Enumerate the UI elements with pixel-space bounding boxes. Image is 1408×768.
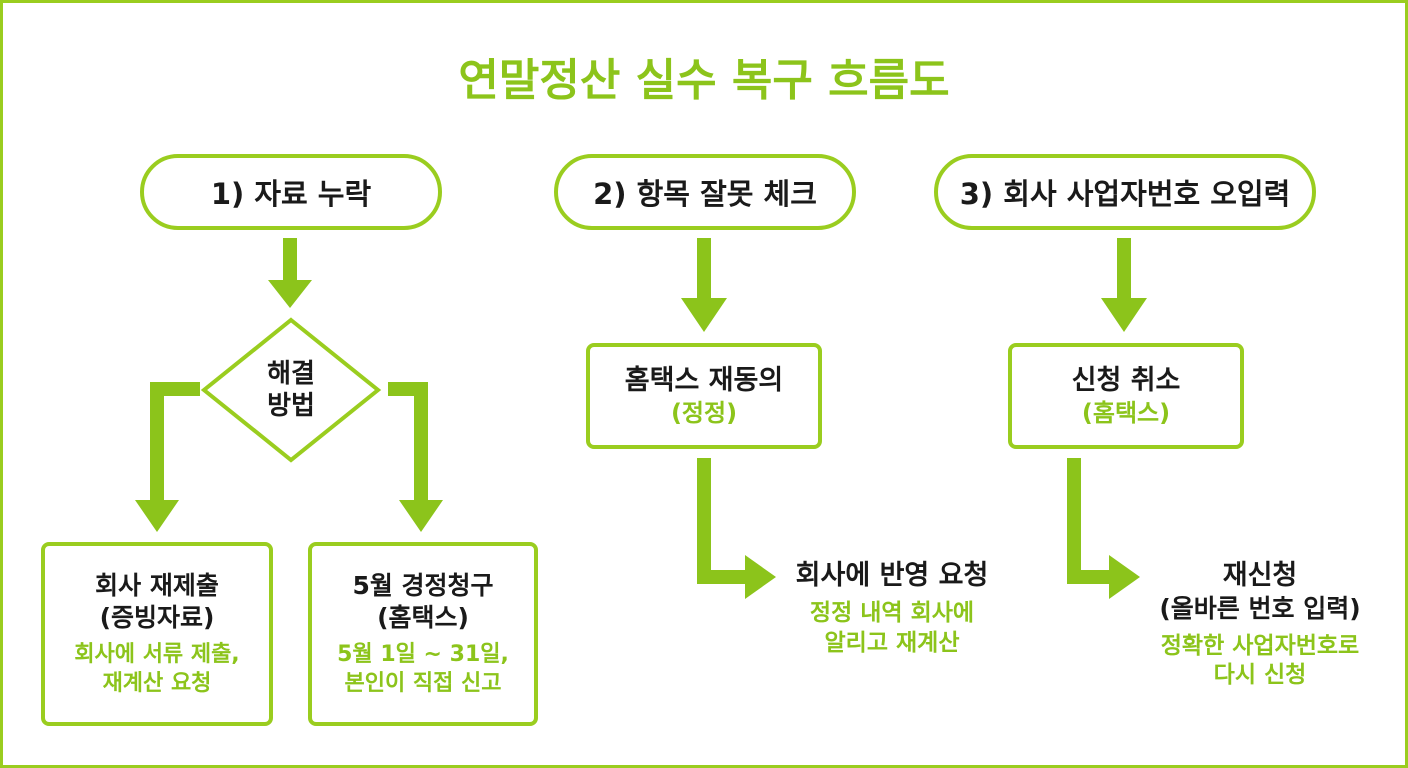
result-desc-line2: 다시 신청 <box>1213 662 1307 689</box>
result-title: 재신청 <box>1222 560 1298 591</box>
result-desc-line1: 정정 내역 회사에 <box>809 600 975 627</box>
step-subtitle: (홈택스) <box>1081 398 1171 427</box>
header-col3: 3) 회사 사업자번호 오입력 <box>934 154 1316 230</box>
decision-label: 해결 방법 <box>204 320 378 460</box>
header-col1: 1) 자료 누락 <box>140 154 442 230</box>
option-box-correction-claim: 5월 경정청구 (홈택스) 5월 1일 ~ 31일, 본인이 직접 신고 <box>308 542 538 726</box>
header-col2: 2) 항목 잘못 체크 <box>554 154 856 230</box>
result-col3: 재신청 (올바른 번호 입력) 정확한 사업자번호로 다시 신청 <box>1130 558 1390 691</box>
option-subtitle: (증빙자료) <box>99 603 215 633</box>
result-col2: 회사에 반영 요청 정정 내역 회사에 알리고 재계산 <box>772 558 1012 659</box>
option-subtitle: (홈택스) <box>377 603 469 633</box>
option-desc-line1: 5월 1일 ~ 31일, <box>337 641 509 667</box>
arrow-col3-elbow <box>1067 458 1140 599</box>
step-box-reconsent: 홈택스 재동의 (정정) <box>586 343 822 449</box>
option-desc-line2: 재계산 요청 <box>102 670 212 696</box>
step-title: 신청 취소 <box>1071 364 1181 396</box>
option-desc-line1: 회사에 서류 제출, <box>74 641 240 667</box>
option-title: 회사 재제출 <box>95 570 219 600</box>
decision-diamond <box>200 317 382 463</box>
decision-line1: 해결 <box>267 358 315 389</box>
arrow-col2-down <box>681 238 727 332</box>
step-title: 홈택스 재동의 <box>624 364 784 396</box>
arrow-col3-down <box>1101 238 1147 332</box>
arrow-col1-right-branch <box>388 382 443 532</box>
option-box-resubmit: 회사 재제출 (증빙자료) 회사에 서류 제출, 재계산 요청 <box>41 542 273 726</box>
option-title: 5월 경정청구 <box>352 570 494 600</box>
diagram-title: 연말정산 실수 복구 흐름도 <box>458 55 950 106</box>
option-desc-line2: 본인이 직접 신고 <box>344 670 502 696</box>
arrow-col1-left-branch <box>135 382 200 532</box>
decision-line2: 방법 <box>267 391 315 421</box>
result-desc-line2: 알리고 재계산 <box>824 629 960 656</box>
result-subtitle: (올바른 번호 입력) <box>1159 594 1361 624</box>
arrow-col2-elbow <box>697 458 776 599</box>
result-title: 회사에 반영 요청 <box>795 560 989 591</box>
result-desc-line1: 정확한 사업자번호로 <box>1160 632 1360 659</box>
step-subtitle: (정정) <box>670 398 738 427</box>
arrow-col1-down <box>268 238 312 308</box>
step-box-cancel: 신청 취소 (홈택스) <box>1008 343 1244 449</box>
